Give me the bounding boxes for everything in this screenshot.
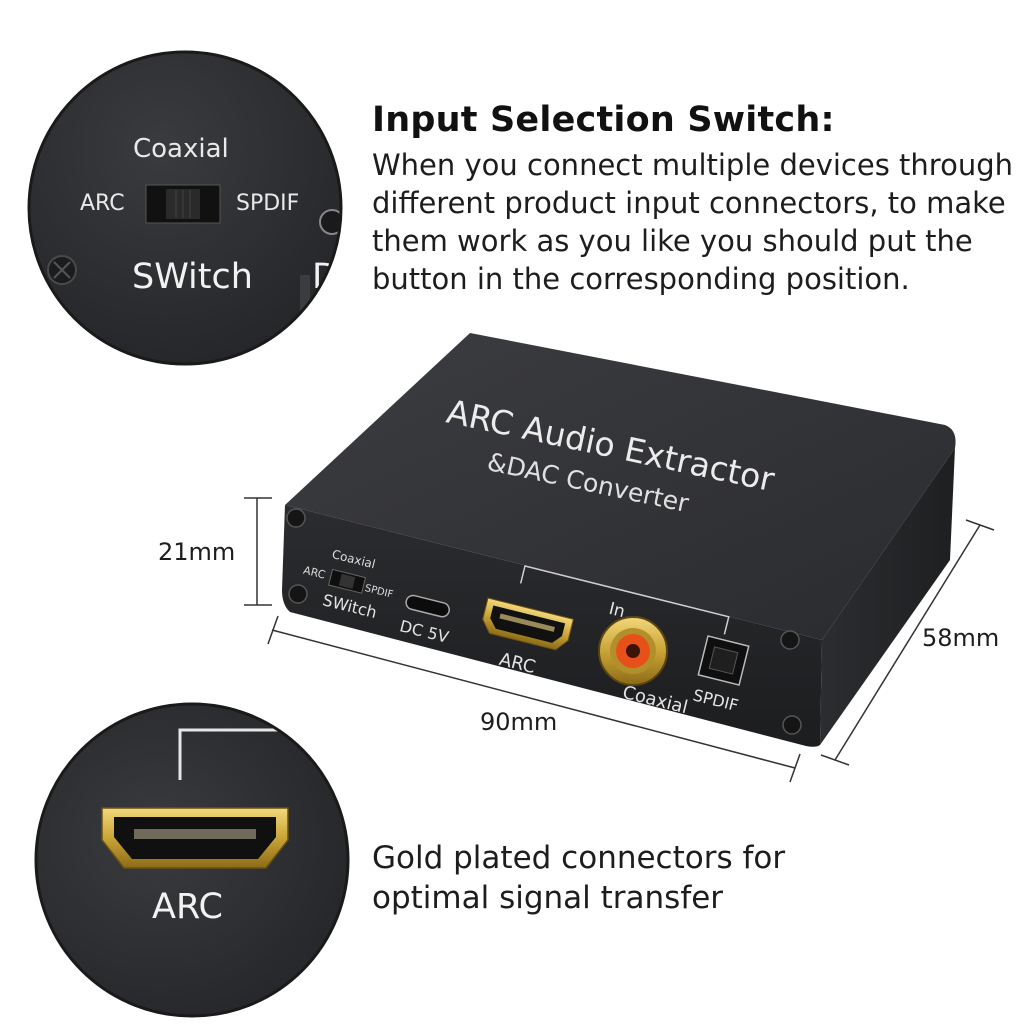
device-top-face	[285, 333, 956, 640]
screw-icon	[780, 630, 800, 650]
screw-icon	[782, 715, 802, 735]
dimension-width-line	[267, 615, 801, 783]
callout-arc-label: ARC	[152, 887, 223, 927]
description-line: them work as you like you should put the	[372, 224, 973, 258]
description-line: When you connect multiple devices throug…	[372, 148, 1013, 182]
feature-line: optimal signal transfer	[372, 880, 724, 916]
port-arc-small-label: ARC	[302, 564, 327, 582]
dimension-depth-label: 58mm	[922, 624, 1000, 652]
dimension-height-line	[244, 497, 272, 606]
port-edge	[319, 209, 341, 235]
port-in-label: In	[607, 599, 627, 622]
screw-icon	[288, 584, 308, 604]
dimension-depth-line	[820, 519, 995, 766]
callout-switch-label: SWitch	[132, 257, 253, 297]
dc-port	[405, 594, 450, 618]
switch-callout-circle: Coaxial ARC SPDIF SWitch D	[27, 50, 343, 366]
callout-coaxial-label: Coaxial	[133, 134, 229, 164]
feature-line: Gold plated connectors for	[372, 840, 786, 876]
screw-icon	[286, 508, 306, 528]
device-side-face	[820, 448, 955, 745]
arc-callout-circle: ARC	[34, 702, 350, 1018]
dimension-width-label: 90mm	[480, 708, 558, 736]
description: When you connect multiple devices throug…	[372, 146, 1013, 298]
description-line: different product input connectors, to m…	[372, 186, 1006, 220]
callout-spdif-label: SPDIF	[236, 191, 299, 216]
in-bracket	[519, 565, 730, 635]
dimension-height-label: 21mm	[158, 538, 236, 566]
heading: Input Selection Switch:	[372, 100, 835, 140]
callout-arc-label: ARC	[80, 191, 125, 216]
description-line: button in the corresponding position.	[372, 262, 910, 296]
feature-text: Gold plated connectors for optimal signa…	[372, 838, 785, 918]
rca-coaxial-jack	[598, 616, 668, 686]
